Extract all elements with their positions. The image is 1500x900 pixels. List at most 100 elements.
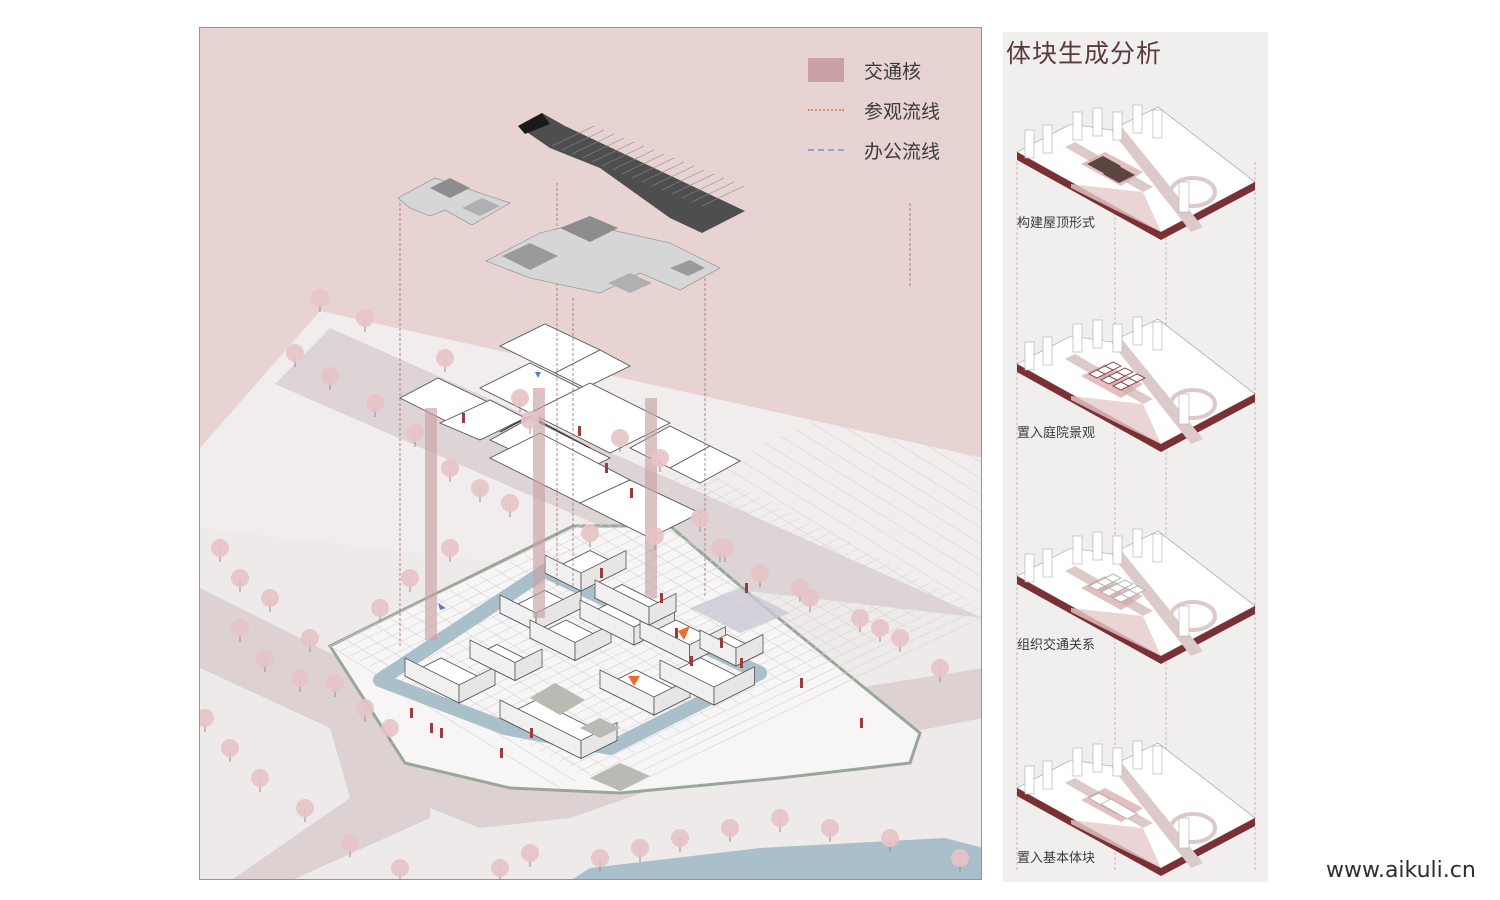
tree-icon xyxy=(286,344,304,362)
tree-icon xyxy=(251,769,269,787)
tree-icon xyxy=(356,309,374,327)
massing-block xyxy=(1104,361,1122,371)
skylight xyxy=(462,198,500,216)
person-icon xyxy=(440,728,443,738)
person-icon xyxy=(800,678,803,688)
person-icon xyxy=(530,728,533,738)
grid-line xyxy=(584,526,816,670)
roof-layer xyxy=(397,113,745,294)
tree-icon xyxy=(381,719,399,737)
trees xyxy=(200,289,969,879)
person-icon xyxy=(605,463,608,473)
tree-icon xyxy=(646,527,664,545)
site-zone xyxy=(1071,608,1161,656)
roof-seam xyxy=(641,161,685,183)
tree-icon xyxy=(371,599,389,617)
tree-icon xyxy=(471,479,489,497)
roof-seam xyxy=(571,133,615,155)
step-caption: 组织交通关系 xyxy=(1017,638,1096,653)
roof-seam xyxy=(661,169,705,191)
tower-block xyxy=(1072,323,1083,353)
office-entrance-marker-icon xyxy=(438,603,446,610)
tower-block xyxy=(1178,817,1190,849)
tower-block xyxy=(1132,316,1143,346)
grid-line xyxy=(869,393,981,463)
roof-seam xyxy=(581,137,625,159)
tree-icon xyxy=(521,411,539,429)
tree-icon xyxy=(691,509,709,527)
panel-title: 体块生成分析 xyxy=(1006,39,1163,68)
upper-floor-plan xyxy=(399,323,741,539)
tower-block xyxy=(1132,104,1143,134)
entrance-marker-icon xyxy=(628,676,640,686)
tower-block xyxy=(1042,336,1053,366)
tower-block xyxy=(1072,535,1083,565)
grid-line xyxy=(779,435,981,561)
tower-block xyxy=(1042,760,1053,790)
roof-seam xyxy=(631,157,675,179)
grid-line xyxy=(589,597,961,777)
legend-label: 参观流线 xyxy=(864,100,941,123)
grid-line xyxy=(609,607,981,787)
upper-room xyxy=(528,382,672,454)
tower-block xyxy=(1092,743,1103,773)
tree-icon xyxy=(581,524,599,542)
room-wall xyxy=(580,549,627,592)
grid-line xyxy=(579,592,951,772)
roundabout xyxy=(1169,176,1217,208)
core-column xyxy=(425,408,437,640)
person-icon xyxy=(600,568,603,578)
tower-block xyxy=(1042,124,1053,154)
grid-line xyxy=(599,602,971,782)
legend-item-office: 办公流线 xyxy=(808,130,978,170)
tree-icon xyxy=(231,619,249,637)
tower-block xyxy=(1024,129,1035,159)
legend: 交通核 参观流线 办公流线 xyxy=(808,50,978,170)
massing-step-roof xyxy=(1016,104,1256,240)
tree-icon xyxy=(881,829,899,847)
person-icon xyxy=(740,658,743,668)
roof-mass xyxy=(1103,166,1135,183)
skylight xyxy=(670,260,705,276)
tree-icon xyxy=(366,394,384,412)
tower-block xyxy=(1092,531,1103,561)
tower-block xyxy=(1024,553,1035,583)
roof-seam xyxy=(601,145,645,167)
grid-line xyxy=(854,400,981,480)
tree-icon xyxy=(651,449,669,467)
circulation-cores xyxy=(425,388,657,640)
massing-block xyxy=(1128,585,1146,595)
legend-item-core: 交通核 xyxy=(808,50,978,90)
grid-line xyxy=(359,631,591,775)
roof-seam xyxy=(561,129,605,151)
tree-icon xyxy=(511,389,529,407)
courtyard-garden xyxy=(530,683,585,715)
tree-icon xyxy=(356,699,374,717)
legend-label: 交通核 xyxy=(864,60,922,83)
massing-analysis-panel: 体块生成分析 构建屋顶形式 置入庭院景观 组织交通关系 置入基本体块 xyxy=(1003,32,1268,882)
massing-steps-drawing xyxy=(1016,104,1256,876)
person-icon xyxy=(578,426,581,436)
entrance-marker-icon xyxy=(678,626,690,640)
step-caption: 构建屋顶形式 xyxy=(1017,216,1096,231)
tree-icon xyxy=(296,799,314,817)
tree-icon xyxy=(711,539,729,557)
tower-block xyxy=(1024,341,1035,371)
axonometric-drawing xyxy=(200,113,981,879)
tree-icon xyxy=(406,424,424,442)
tree-icon xyxy=(231,569,249,587)
tower-block xyxy=(1152,109,1163,139)
skylight xyxy=(430,178,470,198)
roof-seam xyxy=(691,181,735,203)
massing-block xyxy=(1100,798,1138,820)
tower-block xyxy=(1092,319,1103,349)
watermark: www.aikuli.cn xyxy=(1326,858,1476,883)
grid-line xyxy=(764,442,981,577)
roundabout xyxy=(1169,388,1217,420)
core-column xyxy=(533,388,545,618)
roundabout xyxy=(1169,600,1217,632)
roof-seam xyxy=(651,165,695,187)
main-axonometric-diagram: 交通核 参观流线 办公流线 xyxy=(199,27,982,880)
massing-block xyxy=(1128,373,1146,383)
tree-icon xyxy=(311,289,329,307)
